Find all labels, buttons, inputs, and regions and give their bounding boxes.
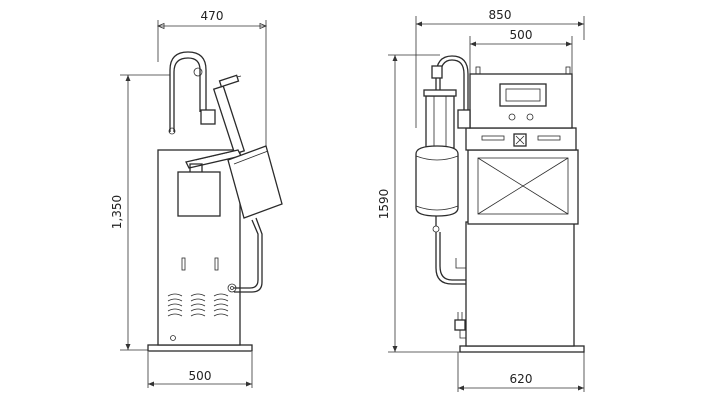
front-view: 850 500 1590 620 xyxy=(377,8,585,392)
side-dim-height-label: 1,350 xyxy=(110,195,124,229)
side-piston-column xyxy=(212,74,246,155)
front-piston-column xyxy=(423,89,457,149)
front-filter-panel xyxy=(477,157,569,215)
front-mount-right xyxy=(565,66,571,75)
front-drain-pipe xyxy=(432,216,466,285)
side-valve-block xyxy=(200,109,216,125)
side-tank-neck xyxy=(189,163,203,172)
side-slot xyxy=(214,257,219,271)
front-dim-top-outer: 850 xyxy=(415,8,585,128)
front-display-bezel xyxy=(499,83,547,107)
front-dim-top-outer-label: 850 xyxy=(489,8,512,22)
side-hose xyxy=(168,51,216,135)
side-dim-top-label: 470 xyxy=(201,9,224,23)
front-indicator-left xyxy=(481,135,505,141)
front-hose-fitting xyxy=(431,65,443,79)
side-dim-bottom: 500 xyxy=(147,352,253,388)
front-valve-block xyxy=(457,109,471,129)
side-drain-pipe xyxy=(227,217,263,293)
front-lower-cabinet xyxy=(465,221,575,347)
side-slot xyxy=(181,257,186,271)
front-knob-right[interactable] xyxy=(526,113,534,121)
front-hose xyxy=(431,55,471,150)
plug-icon xyxy=(454,312,466,339)
side-vent-grilles xyxy=(167,293,229,317)
side-base-plate xyxy=(147,344,253,352)
front-mount-left xyxy=(475,66,481,75)
front-drum xyxy=(415,145,459,217)
side-dim-bottom-label: 500 xyxy=(189,369,212,383)
front-base-plate xyxy=(459,345,585,353)
front-dim-height-label: 1590 xyxy=(377,189,391,220)
front-dim-height: 1590 xyxy=(377,54,460,353)
side-dim-height: 1,350 xyxy=(110,74,170,351)
side-tank xyxy=(177,171,221,217)
front-indicator-right xyxy=(537,135,561,141)
front-middle-cabinet xyxy=(467,149,579,225)
front-display-screen xyxy=(505,88,541,102)
front-dim-top-inner: 500 xyxy=(469,28,573,74)
side-screw xyxy=(170,335,176,341)
front-dim-bottom: 620 xyxy=(457,352,585,392)
front-dim-top-inner-label: 500 xyxy=(510,28,533,42)
side-drum xyxy=(227,145,283,219)
side-view: 470 1,350 500 xyxy=(110,9,283,388)
front-knob-left[interactable] xyxy=(508,113,516,121)
front-dim-bottom-label: 620 xyxy=(510,372,533,386)
